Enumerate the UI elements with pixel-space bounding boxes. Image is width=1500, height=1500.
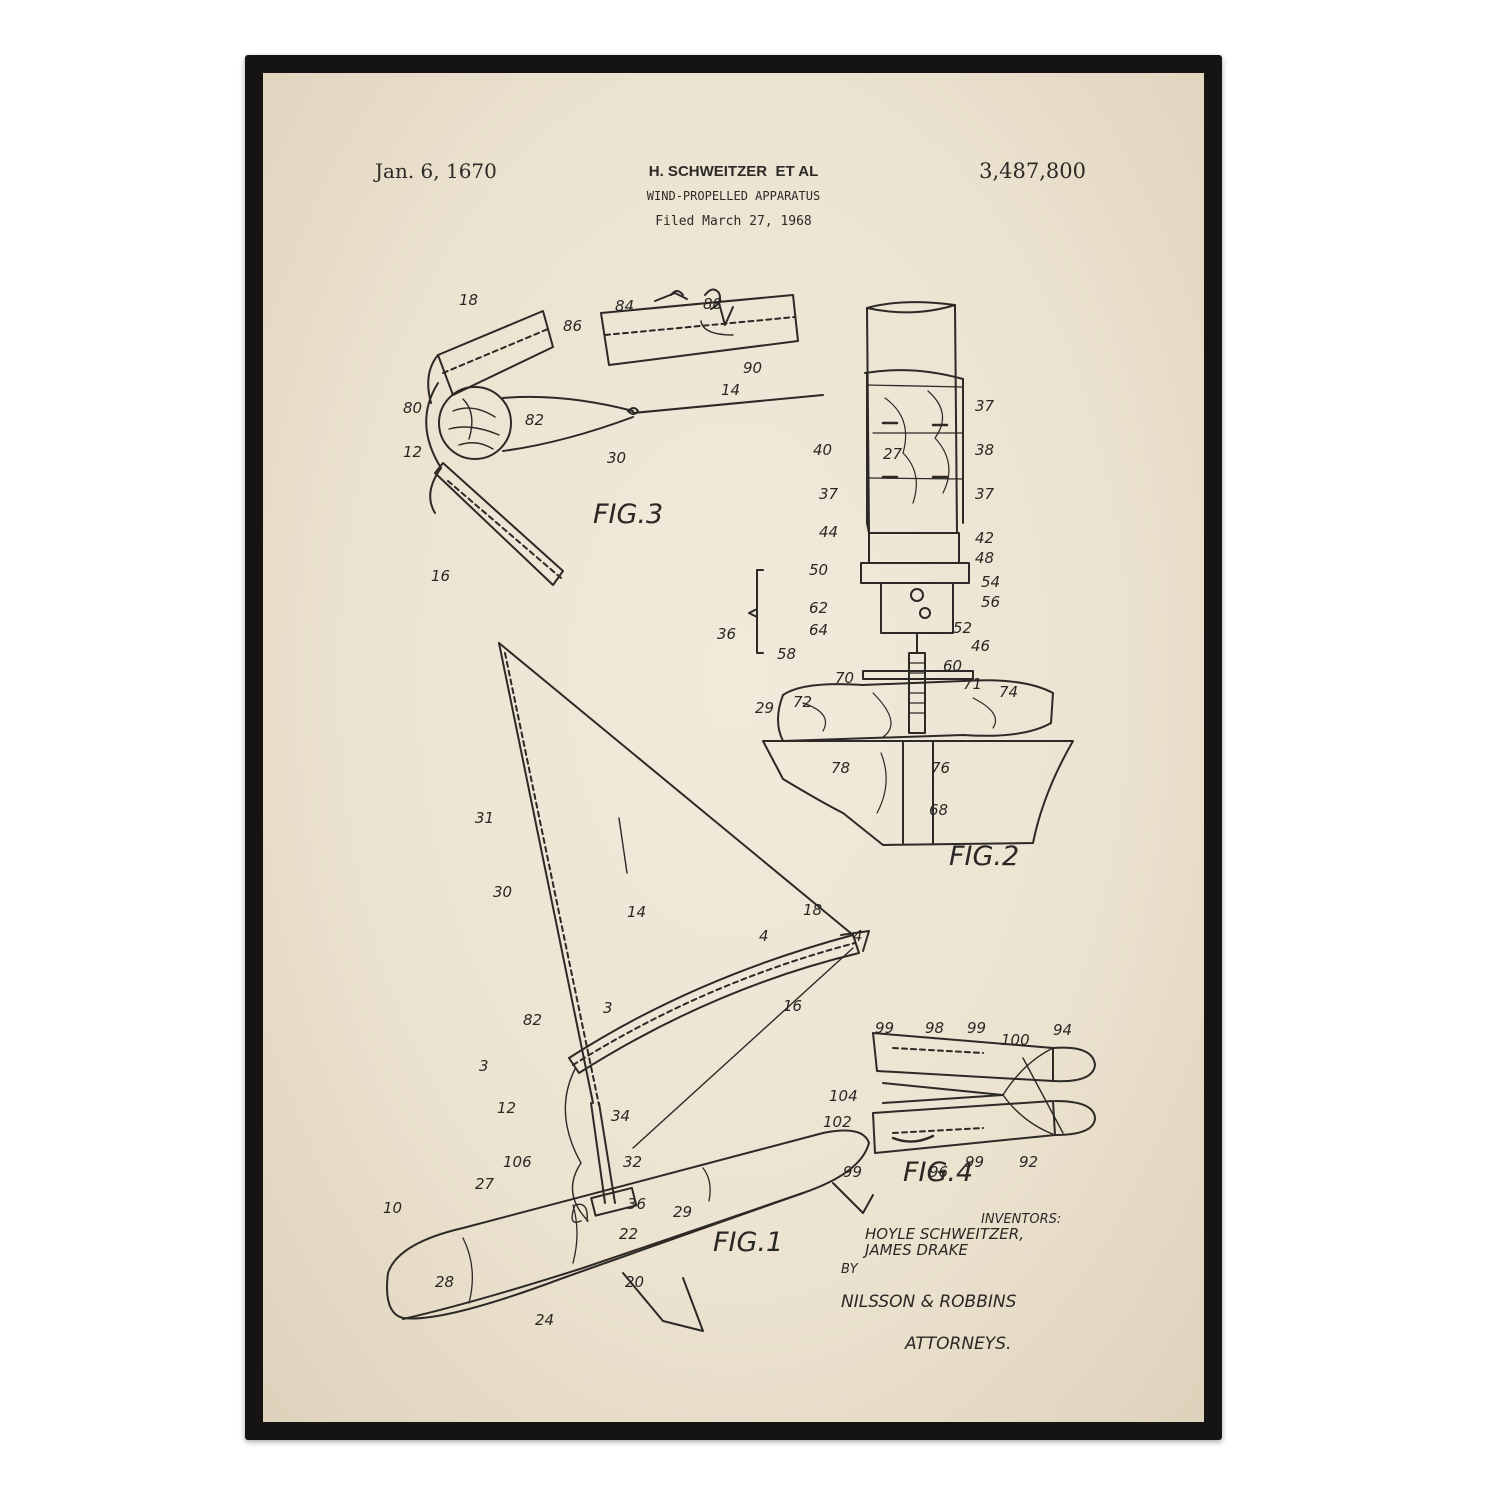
inventor-2: JAMES DRAKE — [862, 1241, 968, 1259]
ref-numeral-fig2: 36 — [717, 625, 736, 643]
ref-numeral-fig2: 70 — [835, 669, 854, 687]
ref-numeral-fig4: 99 — [965, 1153, 984, 1171]
ref-numeral-fig2: 78 — [831, 759, 850, 777]
ref-numeral-fig2: 60 — [943, 657, 962, 675]
ref-numeral-fig1: 4 — [853, 927, 863, 945]
ref-numeral-fig4: 99 — [967, 1019, 986, 1037]
ref-numeral-fig2: 37 — [975, 397, 995, 415]
et-al: ET AL — [775, 163, 819, 180]
ref-numeral-detail: 90 — [743, 359, 762, 377]
fig2-drawing — [748, 301, 1074, 846]
ref-numeral-fig4: 100 — [1001, 1031, 1030, 1049]
ref-numeral-fig1: 106 — [503, 1153, 532, 1171]
ref-numeral-fig2: 29 — [755, 699, 774, 717]
ref-numeral-fig1: 27 — [475, 1175, 495, 1193]
attorneys-label: ATTORNEYS. — [904, 1334, 1011, 1354]
ref-numeral-fig1: 12 — [497, 1099, 516, 1117]
ref-numeral-fig4: 94 — [1053, 1021, 1072, 1039]
ref-numeral-fig1: 36 — [627, 1195, 646, 1213]
ref-numeral-fig2: 37 — [819, 485, 839, 503]
ref-numeral-fig3: 12 — [403, 443, 422, 461]
ref-numeral-fig1: 3 — [479, 1057, 489, 1075]
ref-numeral-fig3: 16 — [431, 567, 450, 585]
ref-numeral-fig1: 31 — [475, 809, 494, 827]
ref-numeral-fig3: 80 — [403, 399, 422, 417]
ref-numeral-fig1: 32 — [623, 1153, 642, 1171]
patent-date: Jan. 6, 1670 — [375, 159, 497, 183]
ref-numeral-fig2: 38 — [975, 441, 994, 459]
ref-numeral-fig1: 3 — [603, 999, 613, 1017]
ref-numeral-fig2: 74 — [999, 683, 1018, 701]
ref-numeral-fig1: 4 — [759, 927, 769, 945]
ref-numeral-fig2: 58 — [777, 645, 796, 663]
ref-numeral-fig1: 24 — [535, 1311, 554, 1329]
fig3-label: FIG.3 — [593, 499, 663, 530]
ref-numeral-detail: 86 — [563, 317, 582, 335]
ref-numeral-fig2: 76 — [931, 759, 950, 777]
patent-inventor-header: H. SCHWEITZER ET AL — [263, 163, 1204, 180]
ref-numeral-detail: 88 — [703, 295, 722, 313]
ref-numeral-fig1: 20 — [625, 1273, 644, 1291]
ref-numeral-fig2: 72 — [793, 693, 812, 711]
ref-numeral-fig2: 40 — [813, 441, 832, 459]
fig3-drawing — [425, 310, 824, 586]
ref-numeral-fig2: 44 — [819, 523, 838, 541]
inventors-label: INVENTORS: — [981, 1212, 1061, 1227]
attorneys-firm: NILSSON & ROBBINS — [841, 1292, 1017, 1312]
ref-numeral-fig3: 14 — [721, 381, 740, 399]
fig4-drawing — [872, 1032, 1096, 1154]
ref-numeral-fig2: 62 — [809, 599, 828, 617]
ref-numeral-detail: 84 — [615, 297, 634, 315]
ref-numeral-fig3: 18 — [459, 291, 478, 309]
fig4-label: FIG.4 — [903, 1157, 973, 1188]
ref-numeral-fig1: 10 — [383, 1199, 402, 1217]
ref-numeral-fig1: 22 — [619, 1225, 638, 1243]
ref-numeral-fig2: 42 — [975, 529, 994, 547]
ref-numeral-fig2: 50 — [809, 561, 828, 579]
ref-numeral-fig3: 82 — [525, 411, 544, 429]
ref-numeral-fig2: 37 — [975, 485, 995, 503]
ref-numeral-fig4: 99 — [843, 1163, 862, 1181]
ref-numeral-fig1: 14 — [627, 903, 646, 921]
ref-numeral-fig2: 52 — [953, 619, 972, 637]
fig2-label: FIG.2 — [949, 841, 1019, 872]
detail-drawing — [600, 288, 799, 366]
ref-numeral-fig4: 102 — [823, 1113, 852, 1131]
inventor-short-name: H. SCHWEITZER — [648, 163, 768, 180]
inventor-1: HOYLE SCHWEITZER, — [865, 1225, 1024, 1243]
ref-numeral-fig4: 99 — [875, 1019, 894, 1037]
ref-numeral-fig1: 34 — [611, 1107, 630, 1125]
ref-numeral-fig4: 98 — [925, 1019, 944, 1037]
ref-numeral-fig2: 68 — [929, 801, 948, 819]
ref-numeral-fig2: 27 — [883, 445, 903, 463]
ref-numeral-fig4: 96 — [929, 1163, 948, 1181]
ref-numeral-fig2: 46 — [971, 637, 990, 655]
patent-filed-date: Filed March 27, 1968 — [655, 214, 812, 229]
patent-title: WIND-PROPELLED APPARATUS — [646, 189, 821, 203]
ref-numeral-fig2: 56 — [981, 593, 1000, 611]
ref-numeral-fig4: 104 — [829, 1087, 858, 1105]
ref-numeral-fig4: 92 — [1019, 1153, 1038, 1171]
patent-sheet: Jan. 6, 1670 H. SCHWEITZER ET AL 3,487,8… — [263, 73, 1204, 1422]
ref-numeral-fig1: 30 — [493, 883, 512, 901]
ref-numeral-fig2: 71 — [963, 675, 982, 693]
ref-numeral-fig1: 82 — [523, 1011, 542, 1029]
ref-numeral-fig3: 30 — [607, 449, 626, 467]
ref-numeral-fig1: 29 — [673, 1203, 692, 1221]
patent-drawings: 1880128230141686848890374027383737444248… — [383, 288, 1096, 1354]
by-label: BY — [841, 1262, 859, 1277]
ref-numeral-fig2: 48 — [975, 549, 994, 567]
ref-numeral-fig1: 18 — [803, 901, 822, 919]
ref-numeral-fig2: 64 — [809, 621, 828, 639]
ref-numeral-fig1: 28 — [435, 1273, 454, 1291]
poster-frame: Jan. 6, 1670 H. SCHWEITZER ET AL 3,487,8… — [245, 55, 1222, 1440]
patent-number: 3,487,800 — [979, 159, 1086, 183]
ref-numeral-fig2: 54 — [981, 573, 1000, 591]
fig1-label: FIG.1 — [713, 1227, 783, 1258]
ref-numeral-fig1: 16 — [783, 997, 802, 1015]
fig1-drawing — [386, 642, 874, 1332]
